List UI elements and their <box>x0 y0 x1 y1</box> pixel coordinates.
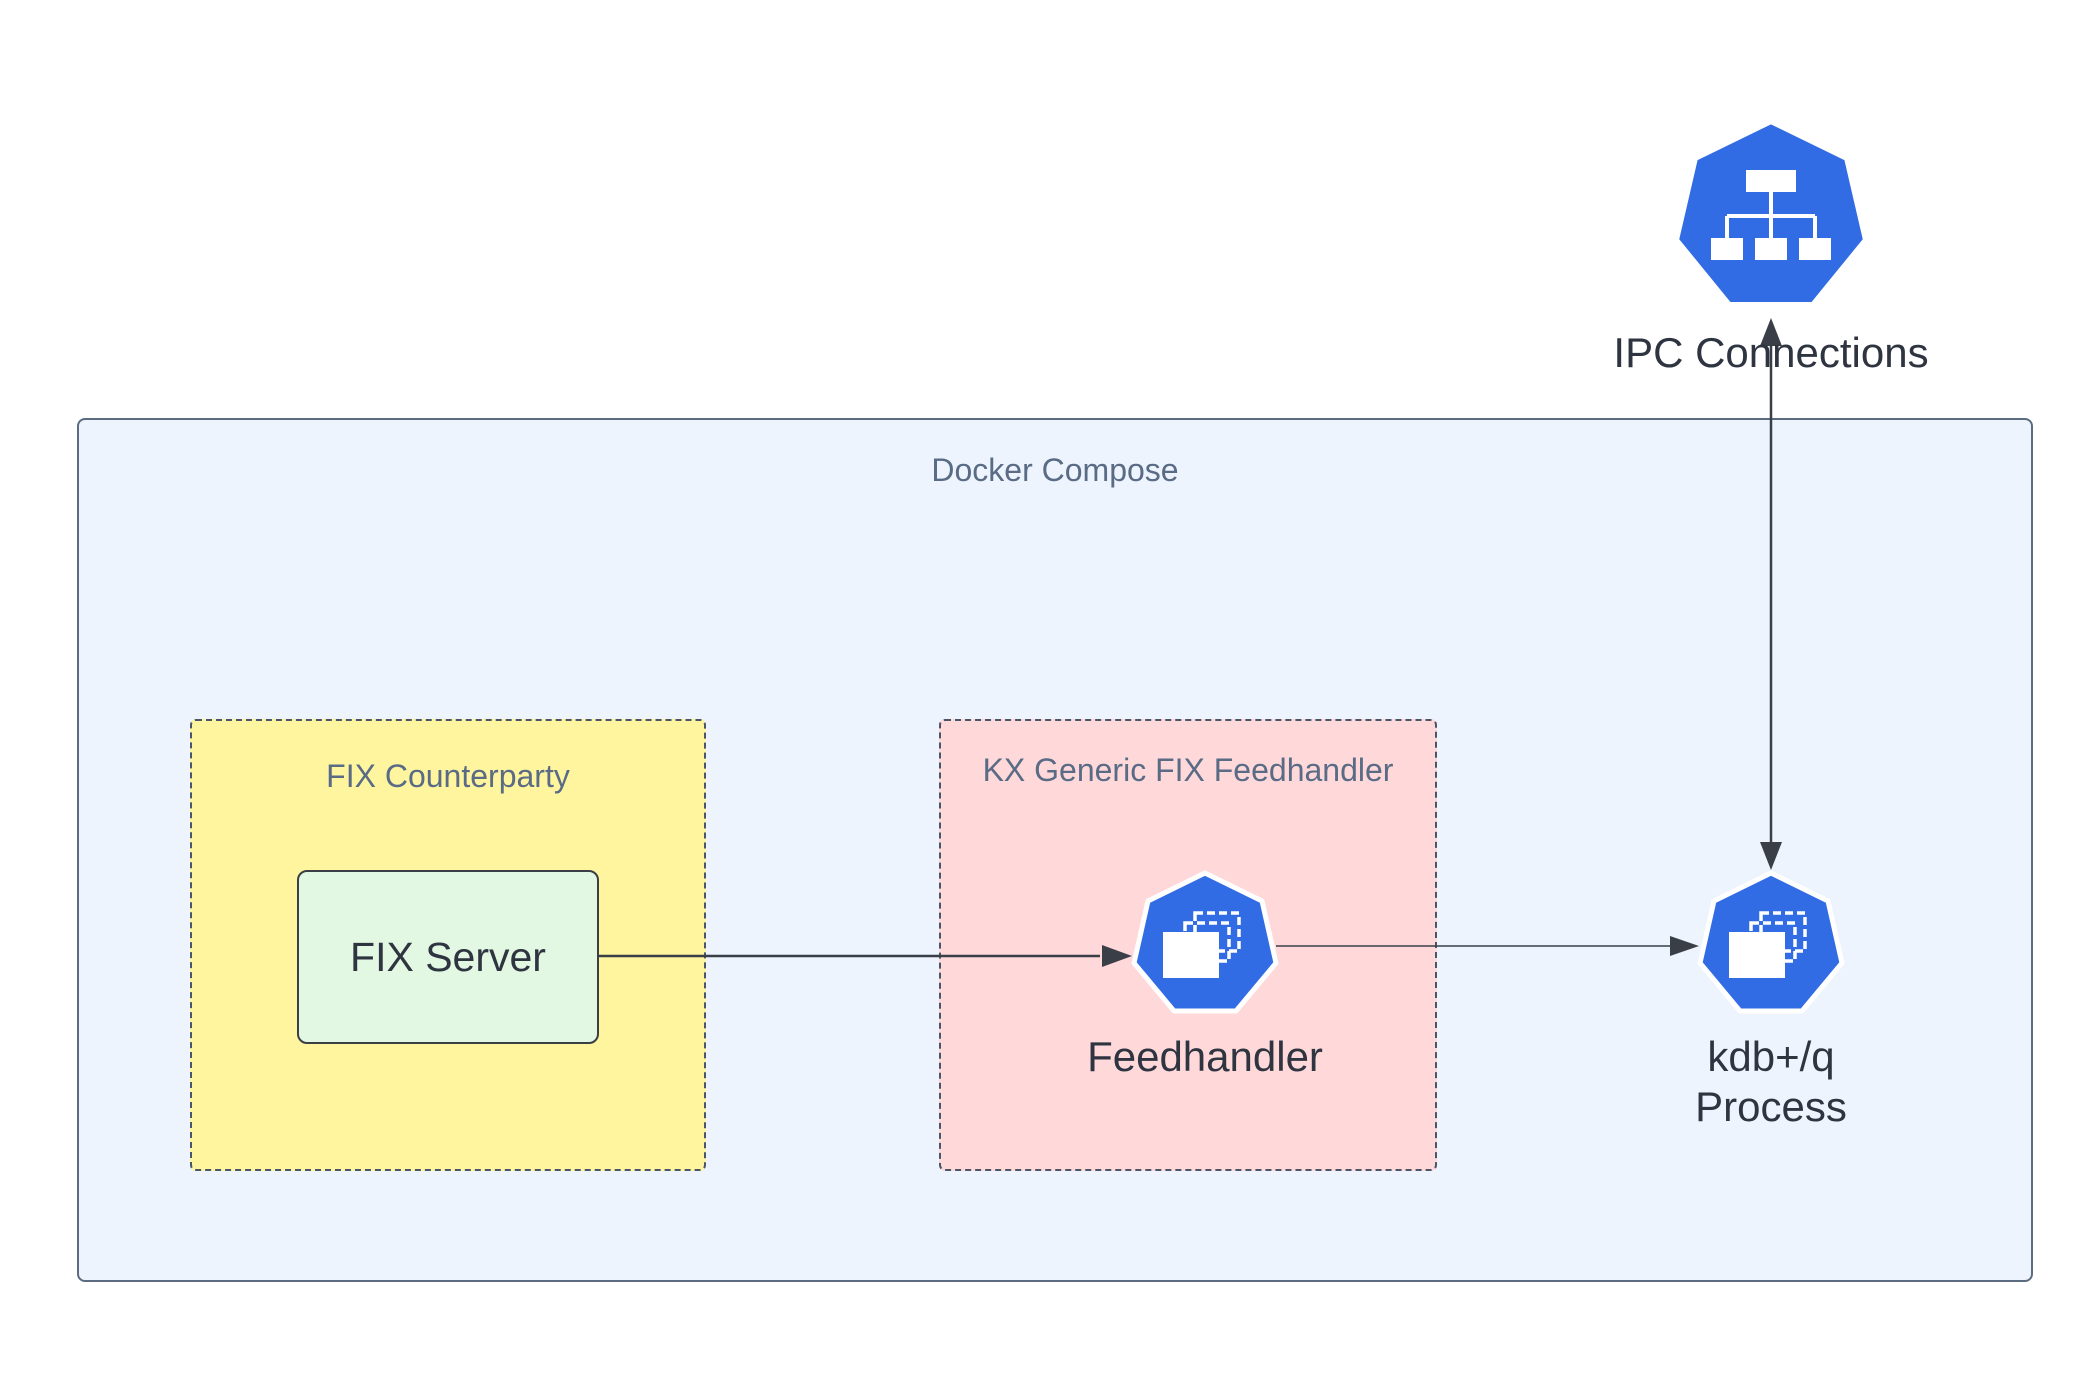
kdb-label-line1: kdb+/q <box>1707 1033 1835 1080</box>
kdb-label-line2: Process <box>1695 1083 1847 1130</box>
fix-counterparty-title: FIX Counterparty <box>326 758 570 794</box>
edge-feedhandler-kdb <box>1276 936 1699 956</box>
edge-fixserver-feedhandler <box>599 945 1132 967</box>
fix-server-label: FIX Server <box>350 933 546 980</box>
service-network-icon[interactable] <box>1673 118 1869 308</box>
deployment-icon[interactable] <box>1131 870 1279 1014</box>
feedhandler-label: Feedhandler <box>1087 1033 1323 1080</box>
docker-compose-title: Docker Compose <box>931 452 1179 488</box>
fix-server-node[interactable]: FIX Server <box>297 870 599 1044</box>
deployment-icon[interactable] <box>1697 870 1845 1014</box>
ipc-connections-label: IPC Connections <box>1613 329 1929 376</box>
edge-ipc-kdb <box>1760 318 1782 870</box>
kx-feedhandler-title: KX Generic FIX Feedhandler <box>982 752 1394 788</box>
